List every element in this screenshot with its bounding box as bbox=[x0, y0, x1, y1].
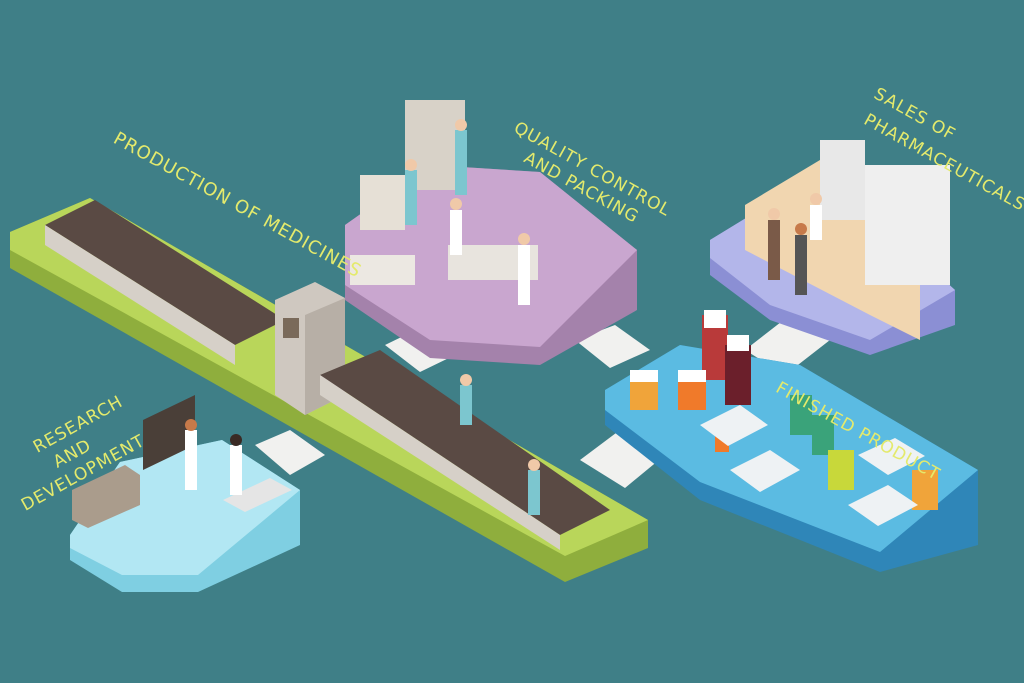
lab-table bbox=[223, 478, 292, 512]
shelf bbox=[820, 140, 865, 220]
sales-platform bbox=[710, 140, 955, 355]
conveyor-belt-upper bbox=[45, 200, 285, 365]
table bbox=[350, 255, 415, 285]
medicine-bottles bbox=[630, 310, 938, 510]
chalkboard bbox=[143, 395, 195, 470]
research-platform bbox=[70, 395, 300, 592]
finished-platform bbox=[605, 310, 978, 572]
fridge bbox=[865, 165, 950, 285]
worker-figure bbox=[460, 374, 540, 515]
quality-platform bbox=[345, 100, 637, 365]
shelf bbox=[360, 175, 405, 230]
blister-packs bbox=[700, 405, 925, 526]
production-platform bbox=[10, 198, 648, 582]
desk bbox=[72, 465, 140, 528]
